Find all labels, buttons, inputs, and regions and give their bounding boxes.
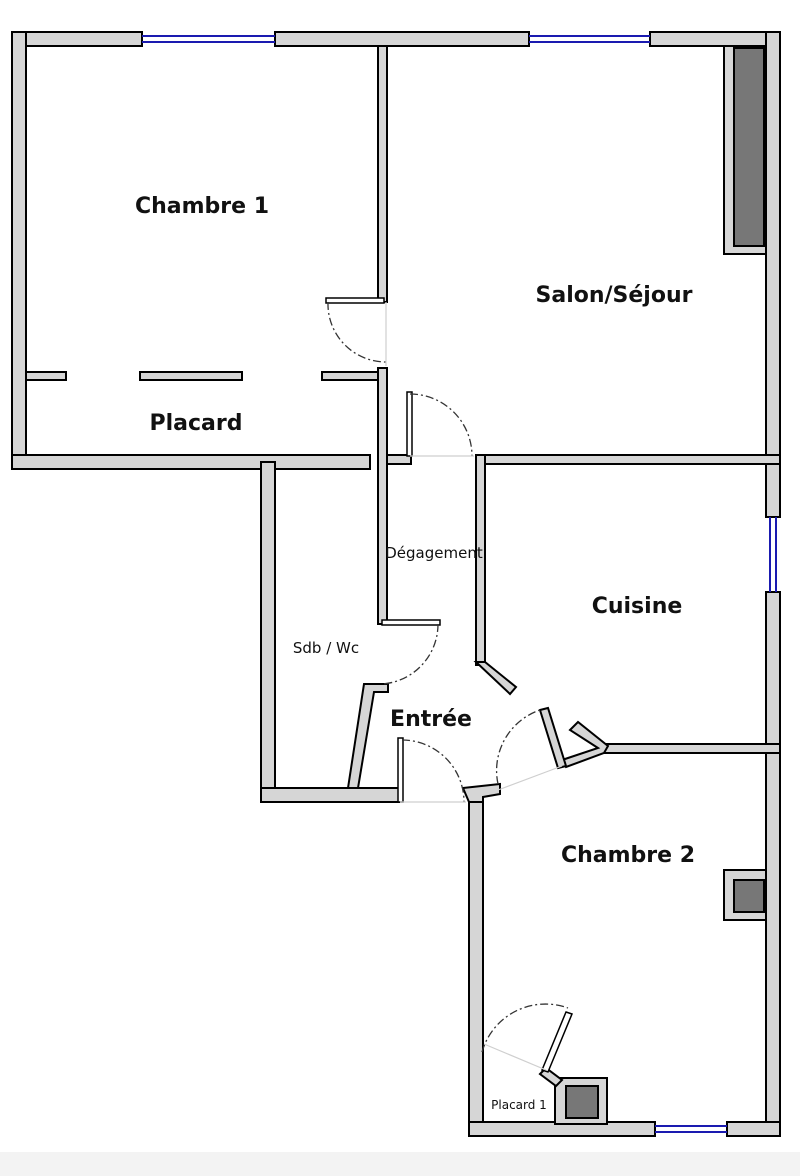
label-placard: Placard (150, 411, 243, 436)
room-labels: Chambre 1 Salon/Séjour Placard Dégagemen… (135, 194, 695, 1112)
label-sdb: Sdb / Wc (293, 639, 359, 657)
label-salon: Salon/Séjour (536, 283, 693, 308)
label-placard1: Placard 1 (491, 1098, 547, 1112)
label-cuisine: Cuisine (592, 594, 683, 619)
cabinet-placard1 (565, 1085, 599, 1119)
bottom-band (0, 1152, 800, 1176)
cabinet-salon (733, 47, 765, 247)
doors (325, 297, 574, 1073)
cabinet-chambre2 (733, 879, 765, 913)
label-degagement: Dégagement (385, 544, 483, 562)
outer-walls (11, 31, 781, 1137)
label-chambre1: Chambre 1 (135, 194, 269, 219)
label-chambre2: Chambre 2 (561, 843, 695, 868)
windows (142, 35, 777, 1133)
fixtures (565, 45, 767, 1119)
label-entree: Entrée (390, 707, 472, 732)
